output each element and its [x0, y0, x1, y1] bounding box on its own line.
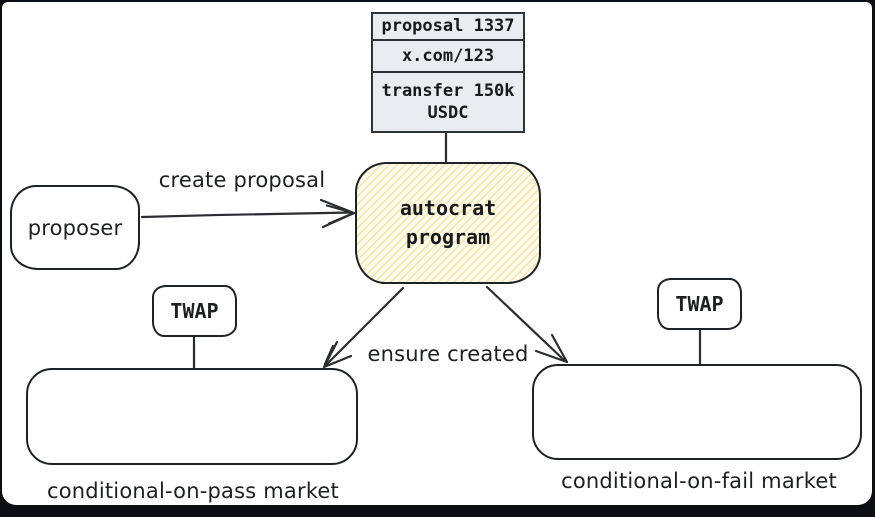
- proposal-card-row-link: x.com/123: [373, 39, 523, 71]
- node-autocrat-program: autocrat program: [355, 162, 541, 284]
- arrowhead-ensure-pass-2: [323, 344, 335, 366]
- node-twap-pass: TWAP: [152, 285, 237, 337]
- diagram-canvas: proposal 1337 x.com/123 transfer 150k US…: [2, 2, 872, 505]
- arrowhead-create-proposal-2: [325, 204, 356, 225]
- proposer-label: proposer: [27, 215, 123, 240]
- twap-pass-label: TWAP: [170, 299, 219, 323]
- node-fail-market: [532, 364, 862, 460]
- caption-fail-market: conditional-on-fail market: [561, 469, 837, 493]
- proposal-card: proposal 1337 x.com/123 transfer 150k US…: [371, 12, 525, 133]
- proposal-card-row-action: transfer 150k USDC: [373, 71, 523, 131]
- caption-pass-market: conditional-on-pass market: [47, 479, 339, 503]
- node-proposer: proposer: [10, 185, 140, 270]
- autocrat-program-label: autocrat program: [399, 196, 497, 249]
- arrowhead-ensure-fail: [534, 333, 569, 364]
- edge-label-ensure-created: ensure created: [367, 342, 529, 366]
- arrowhead-ensure-pass: [322, 340, 353, 369]
- node-twap-fail: TWAP: [657, 278, 742, 330]
- arrowhead-create-proposal: [319, 198, 356, 229]
- edge-label-create-proposal: create proposal: [158, 168, 326, 192]
- node-pass-market: [26, 368, 358, 465]
- twap-fail-label: TWAP: [675, 292, 724, 316]
- edge-create-proposal: [140, 211, 353, 219]
- proposal-card-row-title: proposal 1337: [381, 16, 515, 37]
